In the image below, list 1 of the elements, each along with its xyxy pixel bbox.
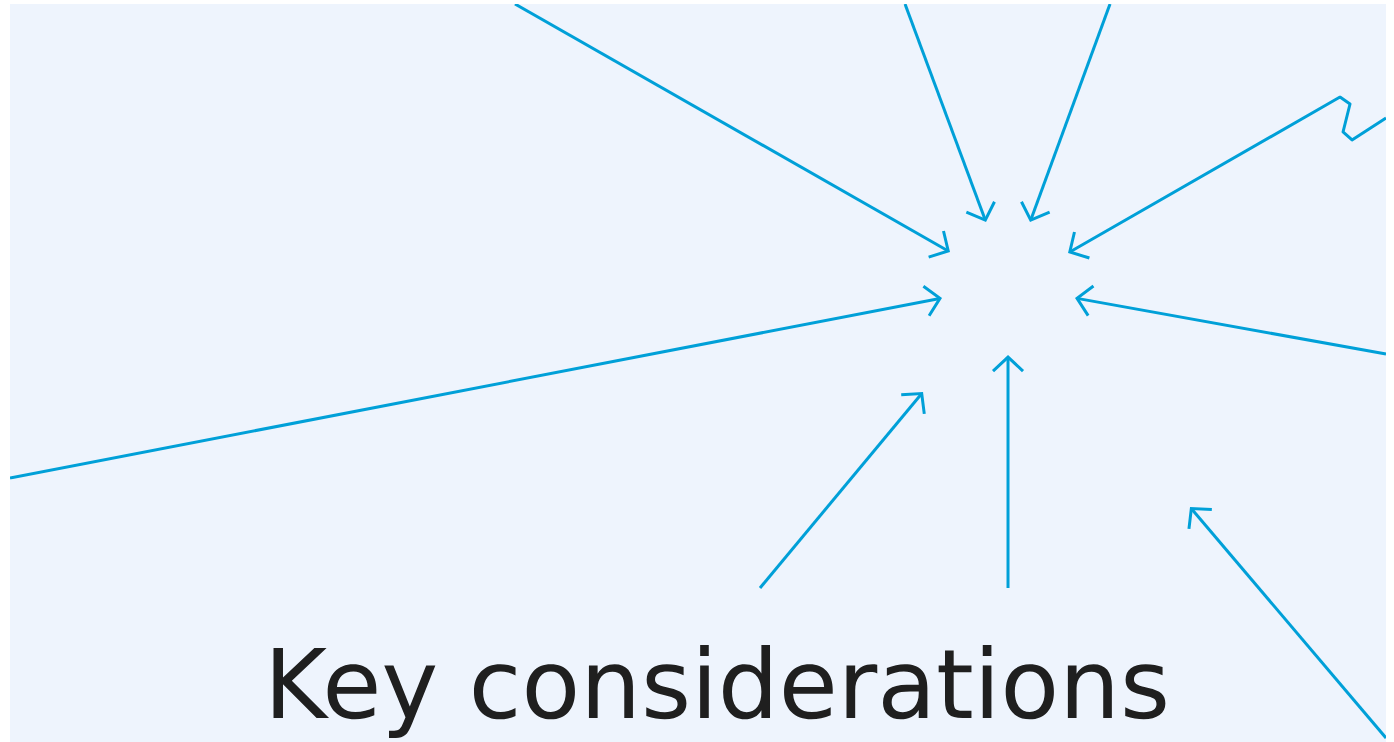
title: Key considerations	[273, 645, 1166, 738]
